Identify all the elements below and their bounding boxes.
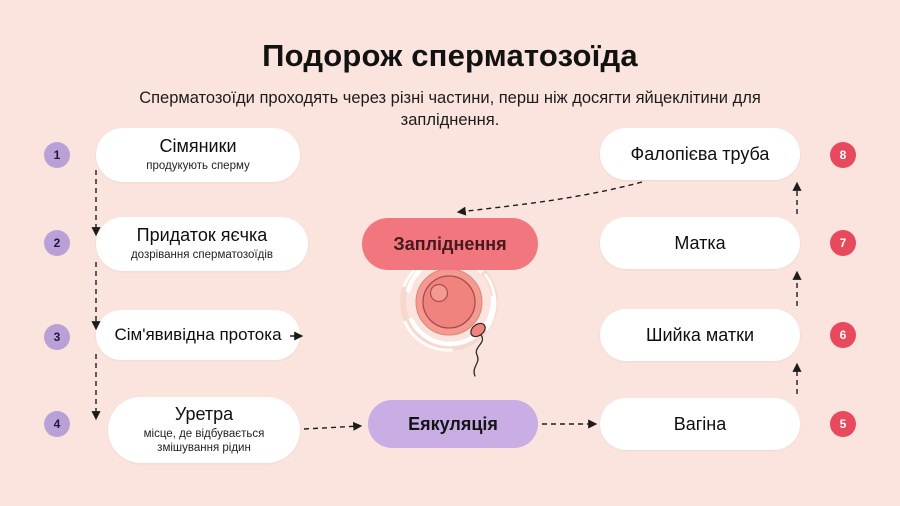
fertilization-pill: Запліднення (362, 218, 538, 270)
step-card-vas-deferens: Сім'явивідна протока (96, 310, 300, 360)
page-subtitle: Сперматозоїди проходять через різні част… (139, 89, 761, 129)
step-card-title: Придаток яєчка (136, 225, 268, 246)
step-number-4: 4 (44, 411, 70, 437)
step-card-description: місце, де відбувається змішування рідин (143, 427, 265, 455)
step-number-8: 8 (830, 142, 856, 168)
step-card-title: Вагіна (673, 413, 727, 434)
step-card-vagina: Вагіна (600, 398, 800, 450)
egg-cell (415, 268, 483, 336)
page-title: Подорож сперматозоїда (262, 38, 638, 73)
step-card-title: Сімяники (159, 136, 237, 157)
step-card-title: Фалопієва труба (630, 143, 770, 164)
step-number-1: 1 (44, 142, 70, 168)
arrow-urethra-to-ejaculation (303, 421, 363, 431)
step-number-5: 5 (830, 411, 856, 437)
sperm-illustration (470, 322, 486, 377)
step-card-title: Матка (674, 232, 726, 253)
step-card-title: Сім'явивідна протока (114, 325, 282, 345)
step-card-epididymis: Придаток яєчка дозрівання сперматозоїдів (96, 217, 308, 271)
step-number-3: 3 (44, 324, 70, 350)
step-card-title: Уретра (174, 404, 234, 425)
fertilization-label: Запліднення (393, 233, 507, 254)
step-card-uterus: Матка (600, 217, 800, 269)
step-card-title: Шийка матки (645, 324, 755, 345)
step-card-description: продукують сперму (146, 160, 250, 173)
ejaculation-label: Еякуляція (408, 413, 498, 434)
step-number-2: 2 (44, 230, 70, 256)
step-number-6: 6 (830, 322, 856, 348)
step-card-testes: Сімяники продукують сперму (96, 128, 300, 182)
step-card-description: дозрівання сперматозоїдів (130, 249, 274, 262)
step-card-cervix: Шийка матки (600, 309, 800, 361)
ejaculation-pill: Еякуляція (368, 400, 538, 448)
step-number-7: 7 (830, 230, 856, 256)
step-card-fallopian-tube: Фалопієва труба (600, 128, 800, 180)
arrow-fallopian-to-fertilization (456, 181, 643, 216)
step-card-urethra: Уретра місце, де відбувається змішування… (108, 397, 300, 463)
